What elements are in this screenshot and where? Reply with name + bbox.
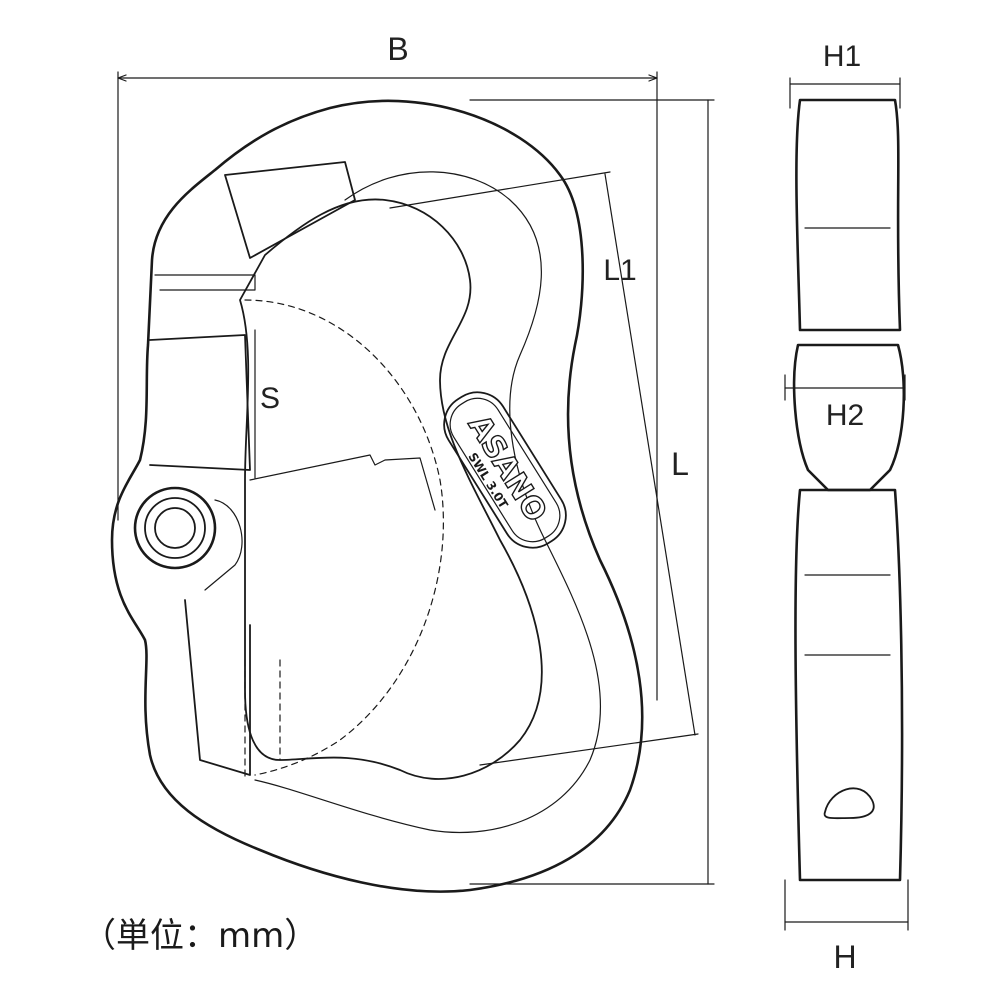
brand-badge-frame (443, 391, 567, 549)
dim-b-arrows (117, 74, 658, 82)
gate-lower-arm (184, 599, 251, 776)
dim-l1-ext-top (389, 171, 611, 209)
body-rib (254, 171, 602, 833)
unit-note: （単位：mm） (82, 916, 319, 956)
dimension-lines-front: B L L1 S (117, 31, 715, 885)
hinge-pin-ring (144, 497, 206, 559)
hook-front-view (110, 99, 644, 893)
dim-h2-label: H2 (826, 399, 864, 432)
dim-b-label: B (387, 31, 408, 67)
gate-swing-arc (244, 299, 444, 776)
brand-badge-inner (449, 397, 561, 543)
dim-l-label: L (671, 446, 689, 482)
dimension-lines-side: H1 H2 H (784, 40, 909, 975)
gate-sleeve (224, 161, 356, 259)
gate-latch (249, 454, 436, 511)
hook-inner-opening (239, 198, 543, 780)
dim-s-label: S (260, 382, 280, 415)
side-upper-segment (795, 98, 902, 332)
brand-badge: ASANO SWL 3.0T (443, 391, 567, 549)
hook-outer-contour (110, 99, 644, 893)
hinge-boss (204, 499, 243, 591)
gate-arm (149, 334, 251, 471)
side-lower-segment (794, 488, 904, 882)
dim-l1-ext-bottom (479, 733, 699, 766)
hook-side-view (792, 98, 906, 882)
dim-l1-label: L1 (603, 254, 636, 287)
dim-l1-line (604, 173, 696, 736)
hinge-pin-outer (133, 486, 217, 570)
dim-h1-label: H1 (823, 40, 861, 73)
gate-sleeve-edge (154, 274, 256, 291)
dim-h-label: H (833, 939, 856, 975)
hinge-pin-inner (154, 507, 196, 549)
side-eye-hole (823, 787, 875, 820)
dim-l1-label-text: L1 (603, 254, 636, 287)
